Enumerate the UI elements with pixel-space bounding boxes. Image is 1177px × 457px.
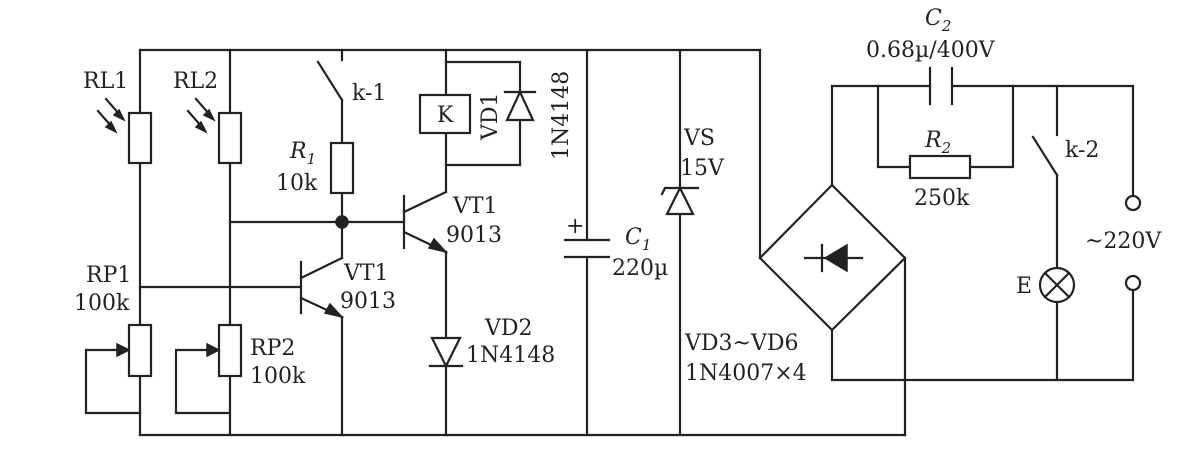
r2-value: 250k bbox=[914, 186, 970, 211]
r1-name: R1 bbox=[289, 139, 316, 168]
rl2-label: RL2 bbox=[173, 69, 218, 94]
rl1-label: RL1 bbox=[83, 69, 128, 94]
wires bbox=[84, 48, 1135, 437]
transistor-vt1-lower: VT1 9013 bbox=[299, 256, 396, 319]
vt1-lower-label: VT1 bbox=[343, 261, 389, 286]
vs-value: 15V bbox=[680, 156, 725, 181]
vd2-part: 1N4148 bbox=[466, 343, 555, 368]
switch-k1: k-1 bbox=[316, 60, 386, 106]
rp2-value: 100k bbox=[250, 364, 306, 389]
capacitor-c1: + C1 220µ bbox=[563, 214, 668, 281]
resistor-r2: R2 250k bbox=[908, 128, 972, 211]
ac-terminals: ~220V bbox=[1085, 194, 1162, 292]
resistor-r1: R1 10k bbox=[276, 139, 355, 196]
bridge-part: 1N4007×4 bbox=[685, 361, 807, 386]
c2-name: C2 bbox=[925, 6, 951, 35]
switch-k2: k-2 bbox=[1031, 135, 1099, 177]
diode-vd1: VD1 1N4148 bbox=[478, 71, 574, 160]
zener-diode-vs: VS 15V bbox=[660, 126, 725, 216]
c2-value: 0.68µ/400V bbox=[866, 38, 996, 63]
lamp-e: E bbox=[1016, 266, 1076, 304]
vt1-upper-part: 9013 bbox=[446, 223, 502, 248]
vd1-part: 1N4148 bbox=[549, 71, 574, 160]
rp1-value: 100k bbox=[74, 291, 130, 316]
vd2-label: VD2 bbox=[484, 316, 533, 341]
r1-value: 10k bbox=[276, 171, 318, 196]
rp2-label: RP2 bbox=[250, 336, 295, 361]
junction-dot bbox=[335, 215, 349, 229]
c1-name: C1 bbox=[625, 225, 651, 254]
relay-label: K bbox=[437, 103, 454, 128]
vt1-lower-part: 9013 bbox=[340, 289, 396, 314]
vs-label: VS bbox=[683, 126, 715, 151]
capacitor-c2: C2 0.68µ/400V bbox=[866, 6, 996, 106]
rp1-label: RP1 bbox=[86, 263, 131, 288]
diode-vd2: VD2 1N4148 bbox=[428, 316, 555, 369]
relay-coil-k: K bbox=[418, 93, 472, 135]
photoresistor-rl2: RL2 bbox=[173, 69, 243, 165]
k1-label: k-1 bbox=[352, 81, 386, 106]
transistor-vt1-upper: VT1 9013 bbox=[402, 190, 502, 254]
r2-name: R2 bbox=[924, 128, 951, 157]
ac-label: ~220V bbox=[1085, 229, 1162, 254]
ac-terminal-bottom bbox=[1124, 274, 1142, 292]
lamp-label: E bbox=[1016, 274, 1032, 299]
potentiometer-rp1: RP1 100k bbox=[74, 263, 153, 378]
potentiometer-rp2: RP2 100k bbox=[206, 323, 306, 389]
bridge-rectifier: VD3~VD6 1N4007×4 bbox=[684, 183, 907, 386]
vd1-label: VD1 bbox=[478, 92, 503, 141]
photoresistor-rl1: RL1 bbox=[83, 69, 153, 165]
c1-plus: + bbox=[566, 214, 584, 239]
vt1-upper-label: VT1 bbox=[452, 194, 498, 219]
bridge-label: VD3~VD6 bbox=[684, 331, 798, 356]
ac-terminal-top bbox=[1124, 194, 1142, 212]
c1-value: 220µ bbox=[612, 256, 668, 281]
k2-label: k-2 bbox=[1065, 138, 1099, 163]
